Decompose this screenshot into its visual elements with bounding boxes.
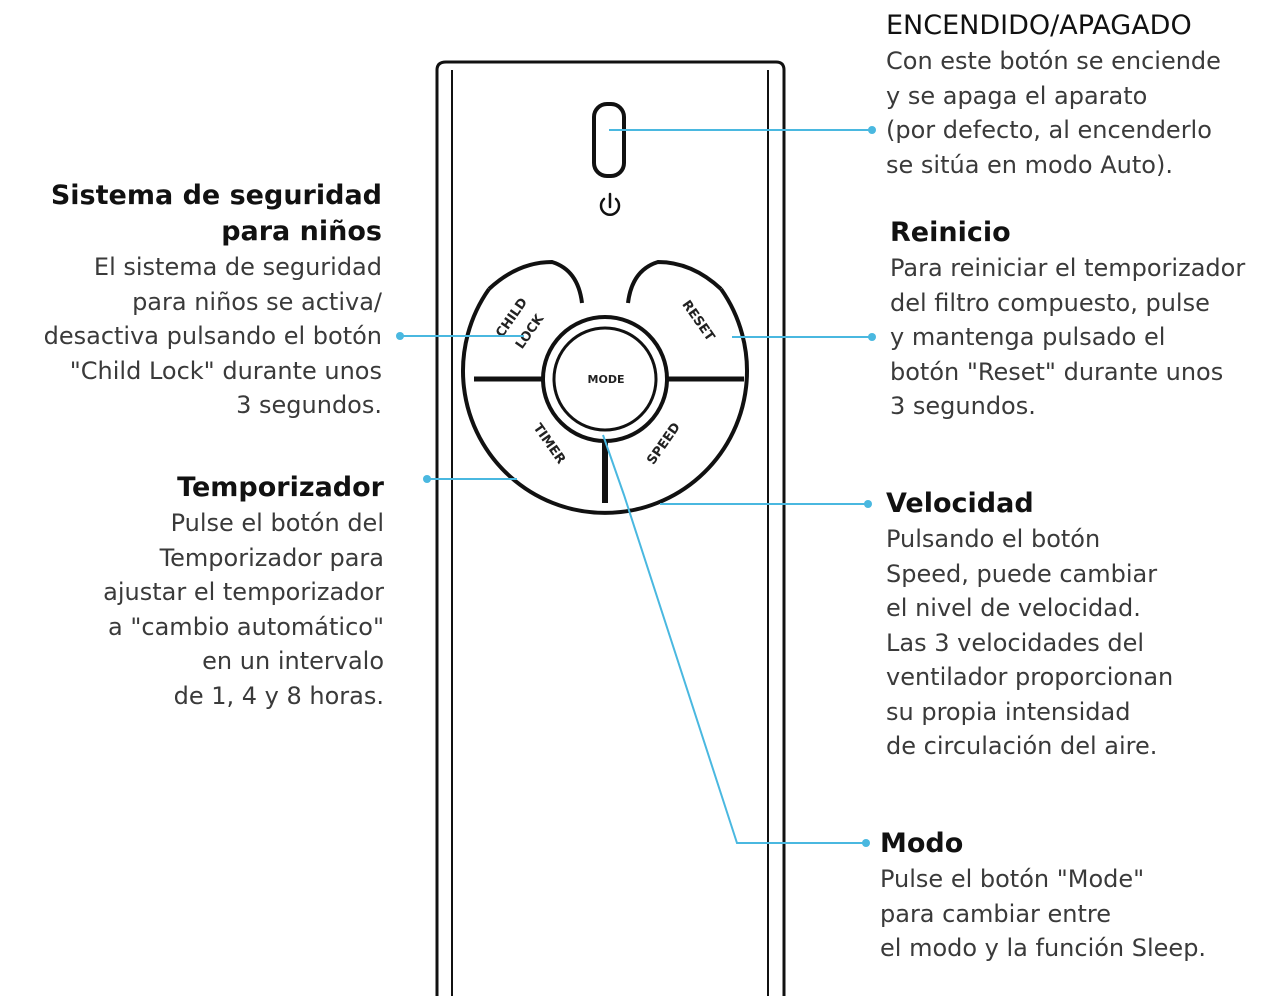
speed-annotation: Velocidad Pulsando el botón Speed, puede… [886,486,1173,764]
speed-line: Las 3 velocidades del [886,628,1145,657]
timer-line: de 1, 4 y 8 horas. [173,681,384,710]
callout-mode [602,434,866,844]
timer-line: Temporizador para [159,543,384,572]
mode-annotation: Modo Pulse el botón "Mode" para cambiar … [880,826,1206,966]
power-button[interactable] [592,102,626,178]
mode-label: MODE [588,373,625,386]
mode-line: Pulse el botón "Mode" [880,865,1145,893]
callout-dots [396,126,876,847]
timer-title: Temporizador [177,472,384,503]
power-title: ENCENDIDO/APAGADO [886,10,1192,41]
reset-line: Para reiniciar el temporizador [890,254,1246,282]
reset-title: Reinicio [890,217,1011,248]
remote-control [435,60,786,996]
timer-line: Pulse el botón del [170,509,384,537]
child-lock-title: para niños [221,216,382,247]
mode-title: Modo [880,828,964,859]
speed-line: Pulsando el botón [886,525,1101,553]
timer-annotation: Temporizador Pulse el botón del Temporiz… [103,470,384,713]
reset-annotation: Reinicio Para reiniciar el temporizador … [890,215,1245,424]
power-icon [599,192,621,216]
power-line: y se apaga el aparato [886,81,1148,110]
power-line: (por defecto, al encenderlo [886,116,1212,144]
mode-line: para cambiar entre [880,899,1112,928]
speed-line: ventilador proporcionan [886,663,1174,691]
child-lock-annotation: Sistema de seguridad para niños El siste… [44,178,382,423]
timer-line: ajustar el temporizador [103,578,384,606]
speed-line: de circulación del aire. [886,732,1158,760]
reset-top [626,259,723,304]
power-line: Con este botón se enciende [886,47,1221,75]
mode-button[interactable] [552,326,658,432]
mode-line: el modo y la función Sleep. [880,934,1207,962]
speed-line: Speed, puede cambiar [886,559,1158,588]
speed-title: Velocidad [886,488,1034,519]
child-lock-top [487,259,584,304]
speed-line: el nivel de velocidad. [886,594,1141,622]
child-lock-line: desactiva pulsando el botón [43,322,382,350]
child-lock-line: para niños se activa/ [132,287,382,316]
child-lock-line: "Child Lock" durante unos [69,356,382,385]
reset-line: del filtro compuesto, pulse [890,288,1210,317]
speed-line: su propia intensidad [886,697,1131,726]
child-lock-title: Sistema de seguridad [50,180,382,211]
child-lock-line: El sistema de seguridad [93,253,382,281]
child-lock-line: 3 segundos. [236,391,382,419]
reset-line: botón "Reset" durante unos [890,357,1224,386]
timer-line: en un intervalo [202,647,384,675]
timer-line: a "cambio automático" [108,612,384,641]
callout-lines [400,129,872,844]
reset-line: 3 segundos. [890,392,1036,420]
power-annotation: ENCENDIDO/APAGADO Con este botón se enci… [886,8,1221,182]
power-line: se sitúa en modo Auto). [886,150,1173,179]
reset-line: y mantenga pulsado el [890,323,1166,351]
